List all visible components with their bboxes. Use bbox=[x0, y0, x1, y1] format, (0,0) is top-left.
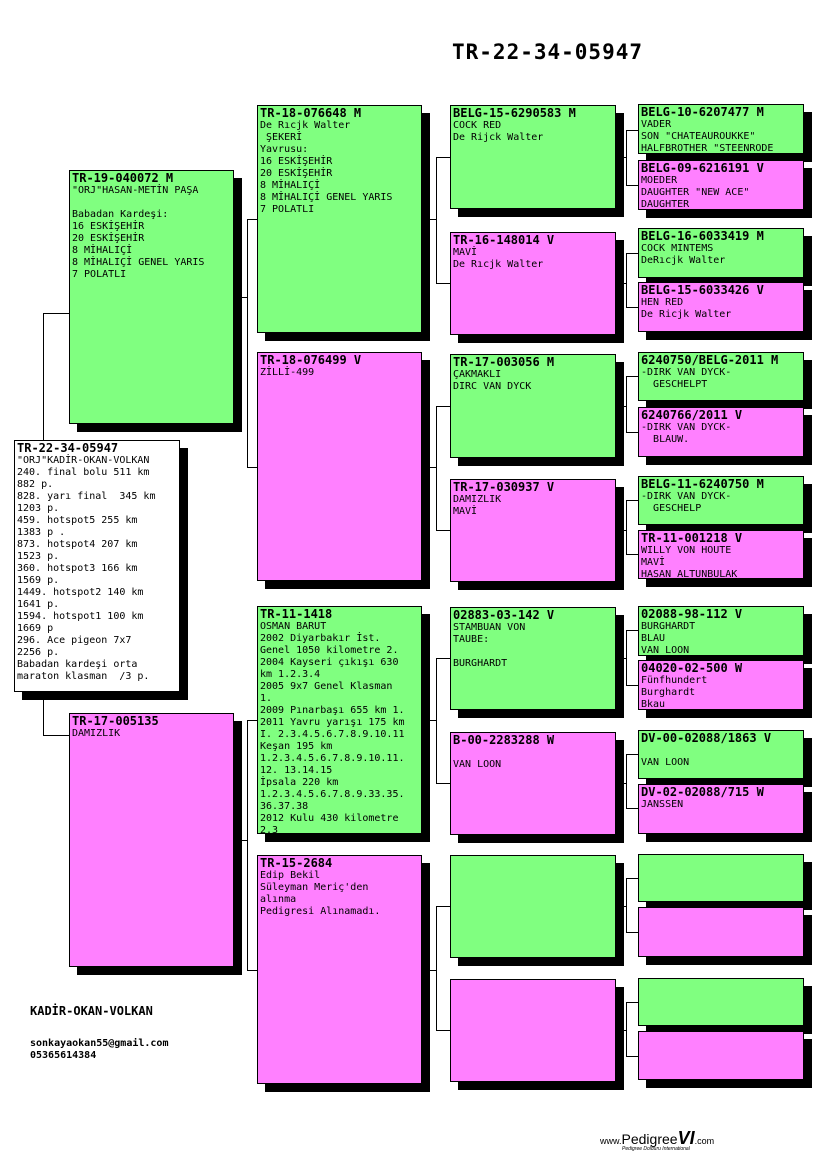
logo-www: www. bbox=[600, 1136, 622, 1146]
ring-id bbox=[451, 856, 615, 857]
details: DAMIZLIK MAVİ bbox=[453, 494, 502, 517]
ring-id bbox=[451, 980, 615, 981]
ring-id: TR-11-1418 bbox=[260, 607, 333, 621]
ring-id: TR-17-030937 V bbox=[453, 480, 555, 494]
details: Fünfhundert Burghardt Bkau bbox=[641, 675, 708, 710]
ring-id: BELG-10-6207477 M bbox=[641, 105, 764, 119]
gen3-card-7 bbox=[450, 855, 616, 958]
pedigree-title: TR-22-34-05947 bbox=[452, 40, 644, 64]
gen4-card-12: DV-02-02088/715 W JANSSEN bbox=[638, 784, 804, 834]
details: COCK RED De Rijck Walter bbox=[453, 120, 544, 143]
sire-card: TR-19-040072 M "ORJ"HASAN-METİN PAŞA Bab… bbox=[69, 170, 234, 424]
logo-mark: VI bbox=[677, 1128, 695, 1148]
ring-id: BELG-15-6033426 V bbox=[641, 283, 764, 297]
details: WILLY VON HOUTE MAVİ HASAN ALTUNBULAK bbox=[641, 545, 738, 579]
logo-name: Pedigree bbox=[621, 1131, 678, 1147]
sire-details: "ORJ"HASAN-METİN PAŞA Babadan Kardeşi: 1… bbox=[72, 185, 205, 280]
details: COCK MINTEMS DeRıcjk Walter bbox=[641, 243, 726, 266]
details: -DIRK VAN DYCK- GESCHELPT bbox=[641, 367, 732, 390]
ring-id: BELG-16-6033419 M bbox=[641, 229, 764, 243]
gen4-card-1: BELG-10-6207477 M VADER SON "CHATEAUROUK… bbox=[638, 104, 804, 154]
ring-id: 02088-98-112 V bbox=[641, 607, 743, 621]
dam-ring-id: TR-17-005135 bbox=[72, 714, 159, 728]
ring-id: TR-15-2684 bbox=[260, 856, 333, 870]
ring-id: BELG-11-6240750 M bbox=[641, 477, 764, 491]
gen4-card-4: BELG-15-6033426 V HEN RED De Ricjk Walte… bbox=[638, 282, 804, 332]
details: OSMAN BARUT 2002 Diyarbakır İst. Genel 1… bbox=[260, 621, 405, 834]
ring-id: TR-18-076648 M bbox=[260, 106, 362, 120]
gen4-card-3: BELG-16-6033419 M COCK MINTEMS DeRıcjk W… bbox=[638, 228, 804, 278]
gen3-card-2: TR-16-148014 V MAVİ De Rıcjk Walter bbox=[450, 232, 616, 335]
gen4-card-5: 6240750/BELG-2011 M -DIRK VAN DYCK- GESC… bbox=[638, 352, 804, 401]
ring-id: DV-02-02088/715 W bbox=[641, 785, 764, 799]
details: ÇAKMAKLI DIRC VAN DYCK bbox=[453, 369, 532, 392]
gen3-card-8 bbox=[450, 979, 616, 1082]
gen4-card-9: 02088-98-112 V BURGHARDT BLAU VAN LOON bbox=[638, 606, 804, 656]
logo-tagline: Pedigree Dolduru International bbox=[622, 1146, 690, 1152]
gen3-card-1: BELG-15-6290583 M COCK RED De Rijck Walt… bbox=[450, 105, 616, 209]
gen3-card-4: TR-17-030937 V DAMIZLIK MAVİ bbox=[450, 479, 616, 582]
details: Edip Bekil Süleyman Meriç'den alınma Ped… bbox=[260, 870, 381, 917]
ring-id: TR-16-148014 V bbox=[453, 233, 555, 247]
gen4-card-6: 6240766/2011 V -DIRK VAN DYCK- BLAUW. bbox=[638, 407, 804, 457]
gen4-card-16 bbox=[638, 1031, 804, 1080]
details: -DIRK VAN DYCK- GESCHELP bbox=[641, 491, 732, 514]
gen3-card-5: 02883-03-142 V STAMBUAN VON TAUBE: BURGH… bbox=[450, 607, 616, 710]
gen4-card-10: 04020-02-500 W Fünfhundert Burghardt Bka… bbox=[638, 660, 804, 710]
grandsire-paternal-card: TR-18-076648 M De Rıcjk Walter ŞEKERİ Ya… bbox=[257, 105, 422, 333]
ring-id: 6240766/2011 V bbox=[641, 408, 743, 422]
details: VADER SON "CHATEAUROUKKE" HALFBROTHER "S… bbox=[641, 119, 774, 154]
gen4-card-14 bbox=[638, 907, 804, 957]
ring-id: 02883-03-142 V bbox=[453, 608, 555, 622]
owner-phone: 05365614384 bbox=[30, 1050, 97, 1061]
owner-name: KADİR-OKAN-VOLKAN bbox=[30, 1004, 153, 1018]
grandsire-maternal-card: TR-11-1418 OSMAN BARUT 2002 Diyarbakır İ… bbox=[257, 606, 422, 834]
gen3-card-6: B-00-2283288 W VAN LOON bbox=[450, 732, 616, 835]
ring-id: BELG-09-6216191 V bbox=[641, 161, 764, 175]
ring-id: DV-00-02088/1863 V bbox=[641, 731, 772, 745]
details: VAN LOON bbox=[453, 759, 502, 770]
details: JANSSEN bbox=[641, 799, 684, 810]
gen4-card-2: BELG-09-6216191 V MOEDER DAUGHTER "NEW A… bbox=[638, 160, 804, 210]
granddam-maternal-card: TR-15-2684 Edip Bekil Süleyman Meriç'den… bbox=[257, 855, 422, 1084]
details: ZİLLİ-499 bbox=[260, 367, 315, 378]
subject-ring-id: TR-22-34-05947 bbox=[17, 441, 119, 455]
gen4-card-7: BELG-11-6240750 M -DIRK VAN DYCK- GESCHE… bbox=[638, 476, 804, 525]
subject-card: TR-22-34-05947 "ORJ"KADİR-OKAN-VOLKAN 24… bbox=[14, 440, 180, 692]
details: VAN LOON bbox=[641, 757, 690, 768]
ring-id bbox=[639, 908, 803, 909]
ring-id: B-00-2283288 W bbox=[453, 733, 555, 747]
sire-ring-id: TR-19-040072 M bbox=[72, 171, 174, 185]
details: BURGHARDT BLAU VAN LOON bbox=[641, 621, 696, 656]
details: HEN RED De Ricjk Walter bbox=[641, 297, 732, 320]
gen3-card-3: TR-17-003056 M ÇAKMAKLI DIRC VAN DYCK bbox=[450, 354, 616, 458]
details: De Rıcjk Walter ŞEKERİ Yavrusu: 16 ESKİŞ… bbox=[260, 120, 393, 215]
gen4-card-8: TR-11-001218 V WILLY VON HOUTE MAVİ HASA… bbox=[638, 530, 804, 579]
owner-contact: sonkayaokan55@gmail.com 05365614384 bbox=[30, 1038, 168, 1062]
logo-tld: .com bbox=[694, 1136, 715, 1146]
details: -DIRK VAN DYCK- BLAUW. bbox=[641, 422, 732, 445]
ring-id: TR-17-003056 M bbox=[453, 355, 555, 369]
ring-id: 6240750/BELG-2011 M bbox=[641, 353, 779, 367]
details: MOEDER DAUGHTER "NEW ACE" DAUGHTER bbox=[641, 175, 750, 210]
details: MAVİ De Rıcjk Walter bbox=[453, 247, 544, 270]
ring-id: BELG-15-6290583 M bbox=[453, 106, 576, 120]
gen4-card-13 bbox=[638, 854, 804, 902]
ring-id bbox=[639, 1032, 803, 1033]
details: STAMBUAN VON TAUBE: BURGHARDT bbox=[453, 622, 526, 669]
dam-details: DAMIZLIK bbox=[72, 728, 121, 739]
ring-id bbox=[639, 979, 803, 980]
granddam-paternal-card: TR-18-076499 V ZİLLİ-499 bbox=[257, 352, 422, 581]
gen4-card-11: DV-00-02088/1863 V VAN LOON bbox=[638, 730, 804, 779]
ring-id: 04020-02-500 W bbox=[641, 661, 743, 675]
ring-id: TR-11-001218 V bbox=[641, 531, 743, 545]
ring-id bbox=[639, 855, 803, 856]
subject-details: "ORJ"KADİR-OKAN-VOLKAN 240. final bolu 5… bbox=[17, 455, 156, 682]
ring-id: TR-18-076499 V bbox=[260, 353, 362, 367]
owner-email: sonkayaokan55@gmail.com bbox=[30, 1038, 169, 1049]
gen4-card-15 bbox=[638, 978, 804, 1026]
pedigreevi-logo: www.PedigreeVI.com Pedigree Dolduru Inte… bbox=[600, 1128, 715, 1152]
dam-card: TR-17-005135 DAMIZLIK bbox=[69, 713, 234, 967]
